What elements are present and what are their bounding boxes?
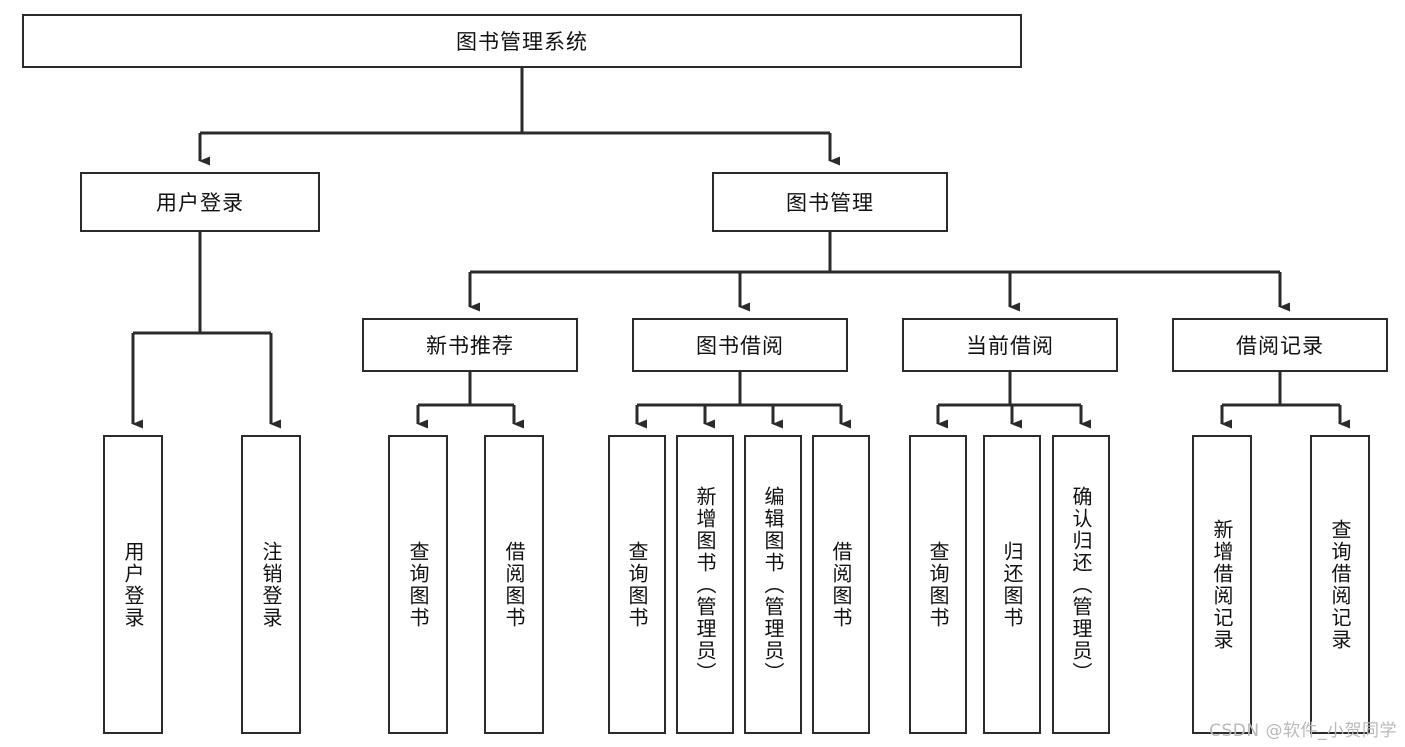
node-label: 注销登录 [259,540,283,629]
node-label: 用户登录 [121,540,145,629]
node-leaf-confirm-return[interactable]: 确认归还（管理员） [1052,435,1110,734]
node-label: 新增借阅记录 [1210,518,1234,651]
node-leaf-add-book[interactable]: 新增图书（管理员） [676,435,734,734]
node-label: 借阅图书 [502,540,526,629]
node-leaf-query-record[interactable]: 查询借阅记录 [1310,435,1370,734]
node-book-borrow[interactable]: 图书借阅 [632,318,848,372]
node-label: 查询图书 [406,540,430,629]
node-label: 新增图书（管理员） [693,485,717,684]
node-leaf-borrow-book-br[interactable]: 借阅图书 [812,435,870,734]
node-label: 图书管理 [786,191,874,215]
node-label: 查询借阅记录 [1328,518,1352,651]
node-leaf-borrow-book-rec[interactable]: 借阅图书 [484,435,544,734]
node-leaf-edit-book[interactable]: 编辑图书（管理员） [744,435,802,734]
node-new-book-rec[interactable]: 新书推荐 [362,318,578,372]
node-current-borrow[interactable]: 当前借阅 [902,318,1118,372]
node-leaf-add-record[interactable]: 新增借阅记录 [1192,435,1252,734]
node-label: 图书借阅 [696,334,784,358]
node-label: 查询图书 [625,540,649,629]
node-label: 新书推荐 [426,334,514,358]
node-leaf-user-login[interactable]: 用户登录 [103,435,163,734]
node-label: 借阅记录 [1236,334,1324,358]
node-leaf-query-book-br[interactable]: 查询图书 [608,435,666,734]
node-label: 借阅图书 [829,540,853,629]
node-label: 确认归还（管理员） [1069,485,1093,684]
node-leaf-return-book[interactable]: 归还图书 [983,435,1041,734]
node-book-manage[interactable]: 图书管理 [712,172,948,232]
node-label: 用户登录 [156,191,244,215]
node-label: 归还图书 [1000,540,1024,629]
node-leaf-query-book-cb[interactable]: 查询图书 [909,435,967,734]
node-label: 图书管理系统 [456,30,588,54]
watermark-text: CSDN @软件_小贺同学 [1209,721,1397,741]
node-label: 编辑图书（管理员） [761,485,785,684]
node-leaf-query-book-rec[interactable]: 查询图书 [388,435,448,734]
node-root-root[interactable]: 图书管理系统 [22,14,1022,68]
node-leaf-logout[interactable]: 注销登录 [241,435,301,734]
node-user-login[interactable]: 用户登录 [80,172,320,232]
node-label: 当前借阅 [966,334,1054,358]
node-label: 查询图书 [926,540,950,629]
node-borrow-record[interactable]: 借阅记录 [1172,318,1388,372]
